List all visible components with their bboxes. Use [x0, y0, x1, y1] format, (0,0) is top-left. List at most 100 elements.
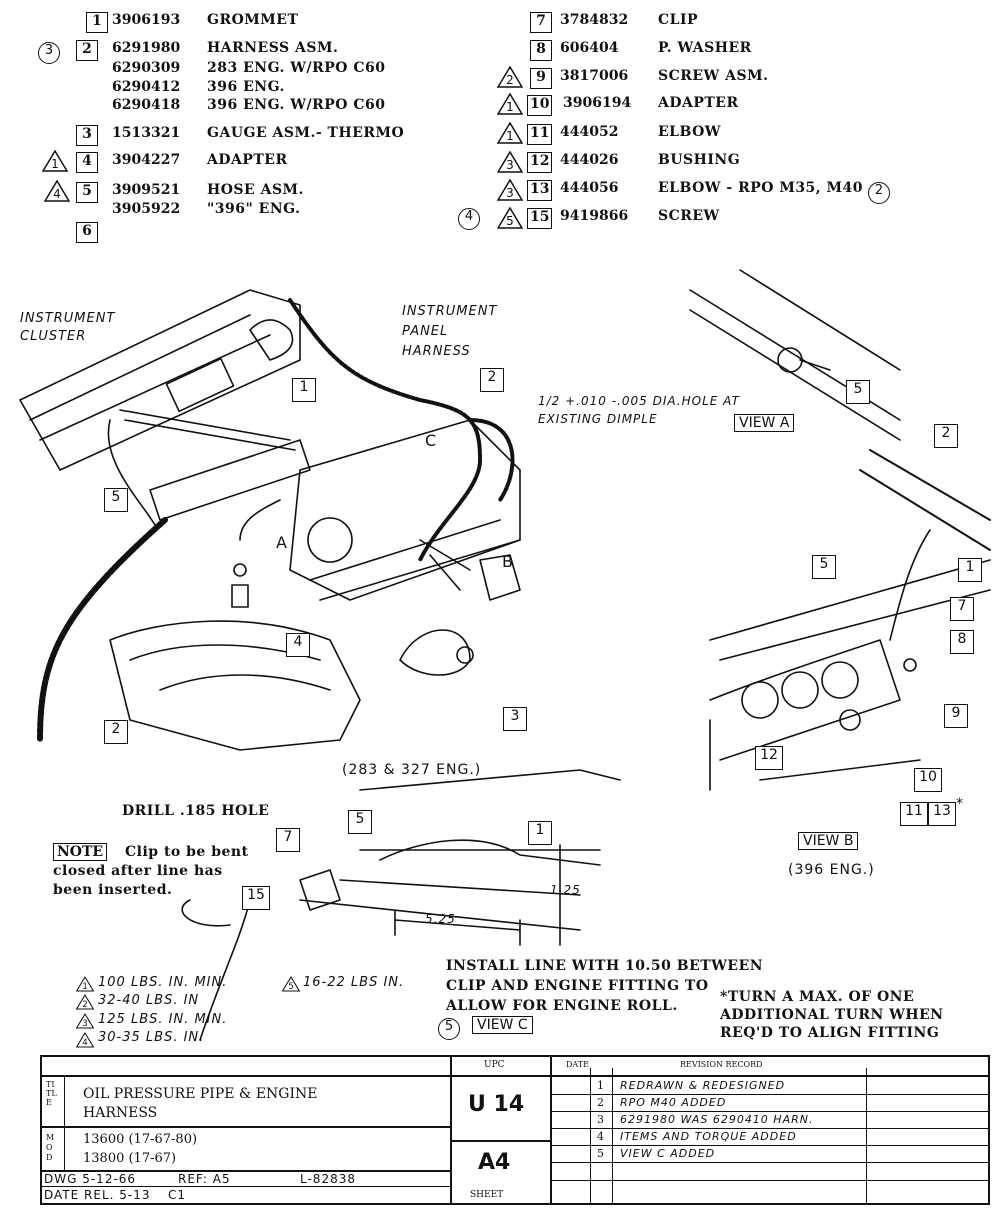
callout-12: 12: [755, 746, 783, 770]
item-box-6: 6: [76, 222, 98, 243]
rev-text: ITEMS AND TORQUE ADDED: [620, 1130, 797, 1143]
part-desc: SCREW: [658, 208, 720, 224]
drawing-title: OIL PRESSURE PIPE & ENGINE HARNESS: [83, 1086, 318, 1121]
item-box-13: 13: [527, 180, 553, 201]
view-marker-b: B: [502, 552, 514, 571]
callout-1: 1: [292, 378, 316, 402]
part-desc: ELBOW: [658, 124, 722, 140]
instrument-panel-harness-label: INSTRUMENT PANEL HARNESS: [402, 304, 498, 359]
callout-8: 8: [950, 630, 974, 654]
callout-5: 5: [846, 380, 870, 404]
rev-number: 4: [597, 1130, 604, 1143]
part-desc: ADAPTER: [207, 152, 288, 168]
part-number: 6291980: [112, 40, 181, 56]
callout-5: 5: [812, 555, 836, 579]
model-1: 13600 (17-67-80): [83, 1132, 198, 1147]
part-desc: SCREW ASM.: [658, 68, 769, 84]
callout-5: 5: [348, 810, 372, 834]
item-box-5: 5: [76, 182, 98, 203]
callout-15: 15: [242, 886, 270, 910]
part-number: 3909521: [112, 182, 181, 198]
view-c-label: VIEW C: [472, 1016, 533, 1034]
callout-7: 7: [276, 828, 300, 852]
part-desc: 283 ENG. W/RPO C60: [207, 60, 386, 76]
rev-number: 1: [597, 1079, 604, 1092]
l-number: L-82838: [300, 1172, 356, 1186]
torque-spec: 100 LBS. IN. MIN.: [98, 975, 228, 990]
delta-icon: 1: [75, 976, 95, 992]
delta-icon: 1: [497, 122, 523, 144]
part-number: 444052: [560, 124, 619, 140]
delta-icon: 3: [497, 179, 523, 201]
item-box-15: 15: [527, 208, 553, 229]
view-marker-a: A: [276, 533, 288, 552]
delta-icon: 5: [497, 207, 523, 229]
upc-header: UPC: [484, 1060, 505, 1070]
part-desc: BUSHING: [658, 152, 741, 168]
revision-header: REVISION RECORD: [680, 1060, 763, 1069]
note-circle: 3: [38, 42, 60, 64]
item-box-11: 11: [527, 124, 553, 145]
part-desc: 396 ENG.: [207, 79, 285, 95]
model-2: 13800 (17-67): [83, 1151, 177, 1166]
delta-icon: 4: [75, 1032, 95, 1048]
part-desc: GAUGE ASM.- THERMO: [207, 125, 405, 141]
rev-number: 3: [597, 1113, 604, 1126]
delta-icon: 2: [75, 994, 95, 1010]
dimension-525: 5.25: [425, 912, 456, 926]
item-box-12: 12: [527, 152, 553, 173]
part-number: 1513321: [112, 125, 181, 141]
callout-10: 10: [914, 768, 942, 792]
part-number: 9419866: [560, 208, 629, 224]
delta-icon: 5: [281, 976, 301, 992]
torque-spec: 32-40 LBS. IN: [98, 993, 200, 1008]
part-number: 3817006: [560, 68, 629, 84]
part-number: 444026: [560, 152, 619, 168]
part-desc: "396" ENG.: [207, 201, 301, 217]
torque-spec: 16-22 LBS IN.: [303, 975, 405, 990]
date-header: DATE: [566, 1060, 589, 1069]
sheet-number: A4: [478, 1150, 511, 1175]
note-circle: 4: [458, 208, 480, 230]
drawing-date: DWG 5-12-66: [44, 1172, 137, 1186]
callout-13: 13: [928, 802, 956, 826]
part-number: 6290309: [112, 60, 181, 76]
part-number: 3906194: [563, 95, 632, 111]
item-box-7: 7: [530, 12, 552, 33]
release-date: DATE REL. 5-13: [44, 1188, 151, 1202]
part-desc: HOSE ASM.: [207, 182, 304, 198]
dimension-125: 1.25: [550, 883, 581, 897]
callout-3: 3: [503, 707, 527, 731]
note-box: NOTE: [53, 843, 108, 861]
delta-icon: 1: [42, 150, 68, 172]
rev-number: 2: [597, 1096, 604, 1109]
rev-text: REDRAWN & REDESIGNED: [620, 1079, 786, 1092]
part-desc: 396 ENG. W/RPO C60: [207, 97, 386, 113]
callout-7: 7: [950, 597, 974, 621]
instrument-cluster-label: INSTRUMENT CLUSTER: [20, 311, 116, 344]
view-b-engine: (396 ENG.): [788, 862, 875, 878]
rev-text: RPO M40 ADDED: [620, 1096, 727, 1109]
callout-11: 11: [900, 802, 928, 826]
callout-2: 2: [104, 720, 128, 744]
view-marker-c: C: [425, 431, 438, 450]
callout-2: 2: [480, 368, 504, 392]
torque-spec: 125 LBS. IN. MIN.: [98, 1012, 228, 1027]
view-b-label: VIEW B: [798, 832, 859, 850]
torque-spec: 30-35 LBS. IN.: [98, 1030, 205, 1045]
note-circle: 5: [438, 1018, 460, 1040]
hole-spec-note: 1/2 +.010 -.005 DIA.HOLE AT EXISTING DIM…: [538, 394, 740, 426]
engine-variant-label: (283 & 327 ENG.): [342, 762, 482, 778]
title-label: TITLE: [46, 1080, 57, 1107]
item-box-4: 4: [76, 152, 98, 173]
part-number: 3904227: [112, 152, 181, 168]
callout-1: 1: [958, 558, 982, 582]
asterisk-mark: *: [956, 796, 963, 812]
mod-label: MOD: [46, 1133, 55, 1162]
upc-value: U 14: [468, 1092, 525, 1117]
rev-text: VIEW C ADDED: [620, 1147, 716, 1160]
view-a-label: VIEW A: [734, 414, 795, 432]
part-number: 3906193: [112, 12, 181, 28]
item-box-8: 8: [530, 40, 552, 61]
part-number: 606404: [560, 40, 619, 56]
